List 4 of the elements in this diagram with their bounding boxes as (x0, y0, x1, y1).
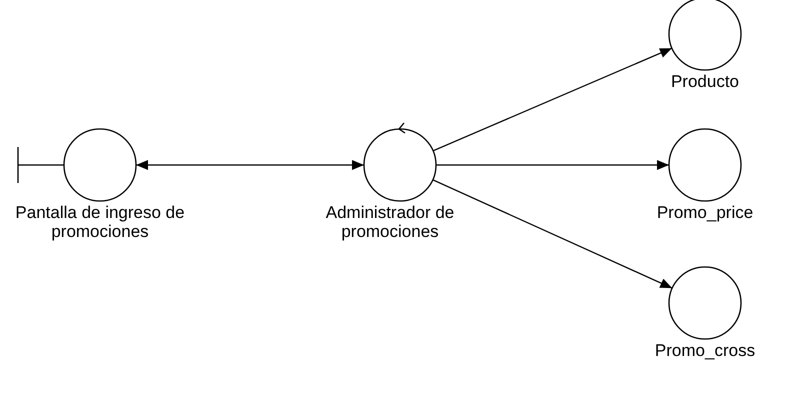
arrow (136, 160, 364, 170)
arrow (432, 48, 672, 152)
arrow (436, 160, 669, 170)
arrow (432, 179, 672, 289)
